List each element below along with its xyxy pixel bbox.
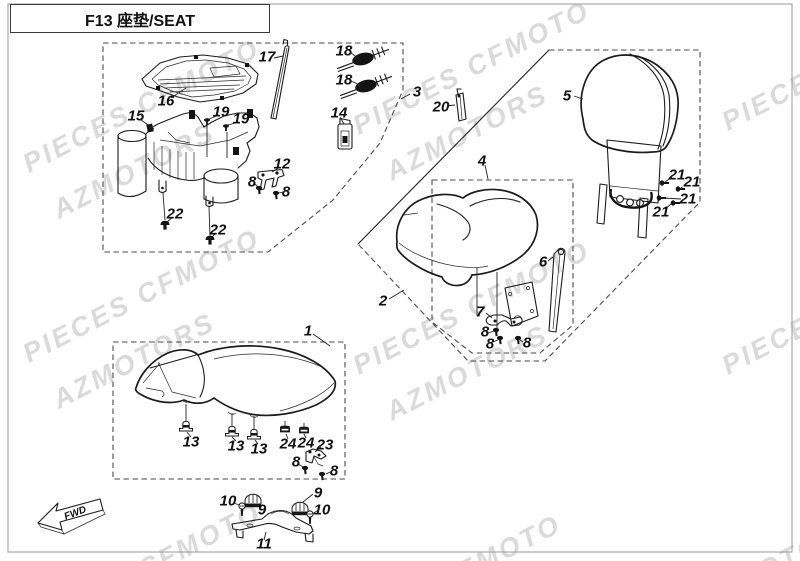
part-callout-13: 13 [227,437,245,455]
diagram-title-box: F13 座垫/SEAT [10,4,270,33]
part-callout-11: 11 [256,535,272,553]
part-callout-6: 6 [538,253,548,271]
part-callout-18: 18 [335,42,353,60]
part-callout-8: 8 [291,453,301,471]
group-box-boundary [102,42,404,253]
part-callout-12: 12 [273,155,291,173]
part-callout-5: 5 [562,87,572,105]
part-callout-19: 19 [212,103,230,121]
part-23-latch [301,448,327,481]
part-12-bracket [255,168,285,200]
group-rear-boundary [357,49,701,362]
part-16-rack [141,54,259,103]
part-17-rod [270,38,290,120]
group-boundaries [102,42,701,480]
fwd-arrow-icon [37,498,106,535]
part-callout-10: 10 [313,501,331,519]
part-callout-8: 8 [485,335,495,353]
part-callout-10: 10 [219,492,237,510]
part-callout-18: 18 [335,71,353,89]
part-callout-4: 4 [477,152,487,170]
part-callout-17: 17 [258,48,276,66]
part-callout-14: 14 [330,104,348,122]
part-callout-9: 9 [313,484,323,502]
part-callout-8: 8 [247,173,257,191]
part-callout-22: 22 [166,205,184,223]
part-callout-24: 24 [279,435,297,453]
part-callout-24: 24 [297,434,315,452]
part-callout-19: 19 [232,110,250,128]
part-11-bracket [231,509,314,543]
group-mainseat-boundary [112,341,346,480]
leader-lines [140,52,687,541]
part-callout-21: 21 [683,173,701,191]
part-callout-9: 9 [257,501,267,519]
part-callout-23: 23 [316,436,334,454]
part-callout-21: 21 [652,203,670,221]
part-6-stay [548,247,566,333]
part-1-main-seat [134,345,337,429]
part-14-latch [337,117,353,150]
part-callout-8: 8 [281,183,291,201]
group-rearseat-boundary [431,179,574,354]
part-callout-22: 22 [209,221,227,239]
part-19-screws [204,118,229,158]
part-callout-13: 13 [182,433,200,451]
part-callout-20: 20 [432,98,450,116]
part-7-bracket [485,314,523,345]
page-border [7,3,793,553]
group-rear-boundary-edge [357,49,550,245]
part-5-backrest [580,53,679,239]
page-title: F13 座垫/SEAT [85,12,195,30]
part-callout-1: 1 [303,322,313,340]
part-callout-8: 8 [329,462,339,480]
part-callout-8: 8 [480,323,490,341]
part-callout-21: 21 [679,190,697,208]
part-callout-7: 7 [475,303,485,321]
part-callout-21: 21 [668,166,686,184]
part-callout-2: 2 [378,292,388,310]
part-20-strip [455,88,467,122]
part-callout-8: 8 [522,334,532,352]
part-seat-plate [504,281,539,327]
part-callout-15: 15 [127,107,145,125]
part-callout-16: 16 [157,92,175,110]
part-18-keys [336,46,393,99]
part-callout-13: 13 [250,440,268,458]
part-callout-3: 3 [412,83,422,101]
part-15-storage-box [117,109,260,237]
part-2-rear-seat [395,188,539,333]
